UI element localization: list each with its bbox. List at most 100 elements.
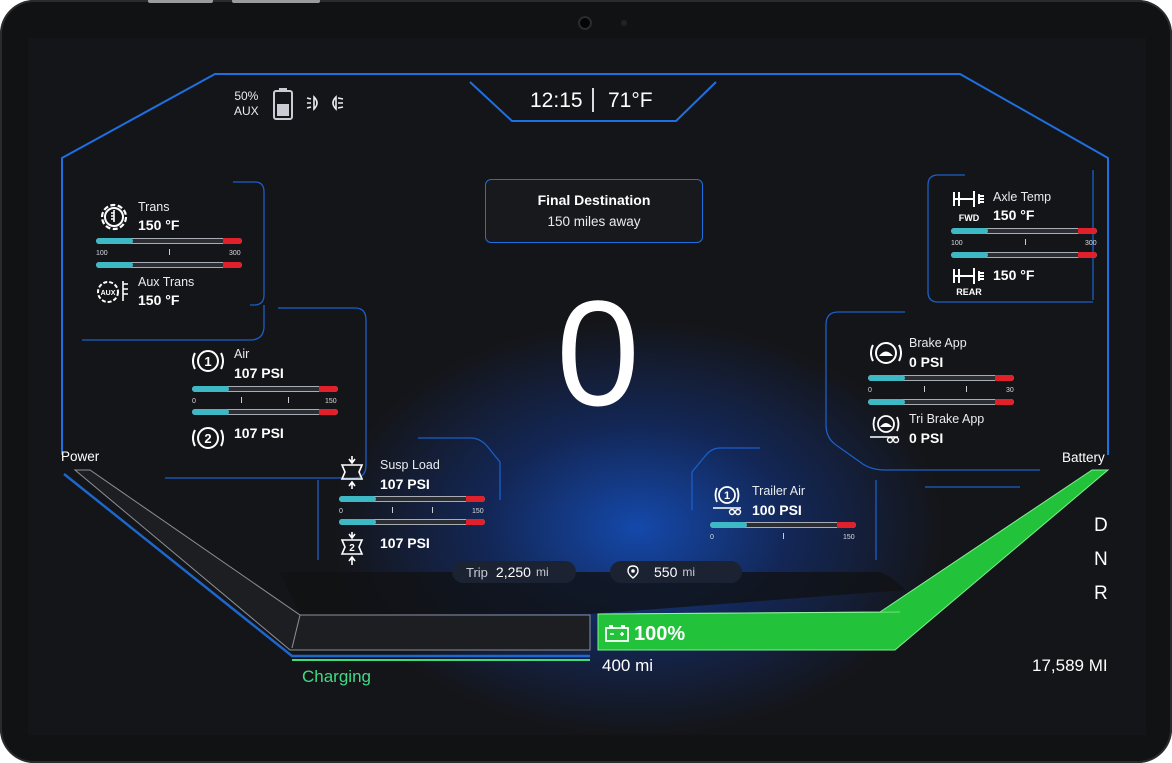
trip-unit: mi	[535, 565, 549, 579]
trans-scale-min: 100	[96, 250, 108, 257]
susp-load-bar-2	[339, 519, 485, 525]
air-scale-min: 0	[192, 398, 196, 405]
brake-scale-tick-2	[966, 386, 967, 392]
trailer-air-bar	[710, 522, 856, 528]
battery-label: Battery	[1062, 450, 1105, 465]
air-bar-1	[192, 386, 338, 392]
brake-scale-tick-1	[924, 386, 925, 392]
battery-charge-icon	[605, 625, 629, 642]
trip-pill[interactable]: Trip 2,250 mi	[452, 561, 576, 583]
speed-readout: 0	[556, 269, 640, 437]
susp-scale-tick-2	[432, 507, 433, 513]
trans-scale-max: 300	[229, 250, 241, 257]
trailer-air-label: Trailer Air	[752, 484, 806, 498]
fwd-label: FWD	[959, 213, 980, 223]
susp-scale-max: 150	[472, 508, 484, 515]
trip-label: Trip	[466, 564, 488, 580]
brake-scale-min: 0	[868, 387, 872, 394]
brake-app-bar	[868, 375, 1014, 381]
gear-neutral[interactable]: N	[1094, 549, 1108, 570]
air-value-1: 107 PSI	[234, 365, 284, 381]
aux-trans-icon: AUX	[97, 281, 128, 303]
aux-trans-value: 150 °F	[138, 292, 180, 308]
axle-temp-rear-value: 150 °F	[993, 267, 1035, 283]
air-label: Air	[234, 347, 250, 361]
susp-load-value-2: 107 PSI	[380, 535, 430, 551]
aux-percent: 50%	[234, 89, 259, 103]
gear-drive[interactable]: D	[1094, 515, 1108, 536]
trans-scale-tick	[169, 249, 170, 255]
range-value: 550	[654, 564, 678, 580]
tri-brake-app-value: 0 PSI	[909, 430, 944, 446]
trailer-scale-max: 150	[843, 534, 855, 541]
trailer-air-icon: 1	[713, 486, 742, 516]
trip-value: 2,250	[495, 564, 531, 580]
svg-text:1: 1	[724, 490, 730, 502]
volume-button	[148, 0, 213, 3]
location-pin-icon	[627, 565, 639, 579]
susp-load-bar-1	[339, 496, 485, 502]
tri-brake-app-icon	[870, 415, 900, 444]
rear-axle-temp-icon: REAR	[953, 268, 984, 297]
axle-temp-fwd-bar	[951, 228, 1097, 234]
tri-brake-app-bar	[868, 399, 1014, 405]
air-scale-tick-1	[241, 397, 242, 403]
status-divider	[592, 88, 594, 112]
brake-app-value: 0 PSI	[909, 354, 944, 370]
axle-scale-tick	[1025, 239, 1026, 245]
axle-scale-min: 100	[951, 240, 963, 247]
charging-label: Charging	[302, 667, 371, 686]
suspension-load-icon	[340, 456, 364, 489]
axle-scale-max: 300	[1085, 240, 1097, 247]
svg-text:1: 1	[204, 354, 211, 369]
trailer-air-value: 100 PSI	[752, 502, 802, 518]
aux-label: AUX	[234, 104, 259, 118]
svg-text:2: 2	[204, 431, 211, 446]
destination-title: Final Destination	[537, 192, 651, 208]
aux-trans-bar	[96, 262, 242, 268]
destination-card[interactable]: Final Destination 150 miles away	[485, 179, 703, 243]
brake-scale-max: 30	[1006, 387, 1014, 394]
brake-app-icon	[870, 342, 902, 364]
trailer-scale-min: 0	[710, 534, 714, 541]
susp-load-label: Susp Load	[380, 458, 440, 472]
air-scale-max: 150	[325, 398, 337, 405]
air-scale-tick-2	[288, 397, 289, 403]
battery-percent: 100%	[634, 623, 686, 645]
trans-label: Trans	[138, 200, 170, 214]
headlights-icon	[306, 95, 344, 111]
svg-text:AUX: AUX	[101, 290, 116, 297]
power-button	[232, 0, 320, 3]
susp-load-value-1: 107 PSI	[380, 476, 430, 492]
battery-range: 400 mi	[602, 656, 654, 675]
trans-value: 150 °F	[138, 217, 180, 233]
axle-temp-label: Axle Temp	[993, 190, 1052, 204]
air-bar-2	[192, 409, 338, 415]
outside-temperature: 71°F	[608, 89, 653, 112]
transmission-temp-icon	[100, 203, 128, 231]
front-axle-temp-icon: FWD	[953, 191, 984, 223]
trailer-scale-tick	[783, 533, 784, 539]
suspension-load-2-icon: 2	[340, 532, 364, 565]
air-circuit-1-icon: 1	[192, 350, 224, 372]
range-unit: mi	[682, 565, 696, 579]
camera	[578, 16, 592, 30]
susp-scale-tick-1	[392, 507, 393, 513]
svg-text:2: 2	[349, 543, 355, 554]
range-pill[interactable]: 550 mi	[610, 561, 742, 583]
air-value-2: 107 PSI	[234, 425, 284, 441]
axle-temp-fwd-value: 150 °F	[993, 207, 1035, 223]
air-circuit-2-icon: 2	[192, 427, 224, 449]
power-label: Power	[61, 449, 100, 464]
destination-distance: 150 miles away	[547, 214, 641, 229]
gear-reverse[interactable]: R	[1094, 583, 1108, 604]
aux-trans-label: Aux Trans	[138, 275, 195, 289]
axle-temp-rear-bar	[951, 252, 1097, 258]
brake-app-label: Brake App	[909, 336, 967, 350]
tri-brake-app-label: Tri Brake App	[909, 412, 985, 426]
odometer: 17,589 MI	[1032, 656, 1108, 675]
clock: 12:15	[530, 89, 583, 112]
trans-bar	[96, 238, 242, 244]
battery-icon	[273, 88, 293, 120]
